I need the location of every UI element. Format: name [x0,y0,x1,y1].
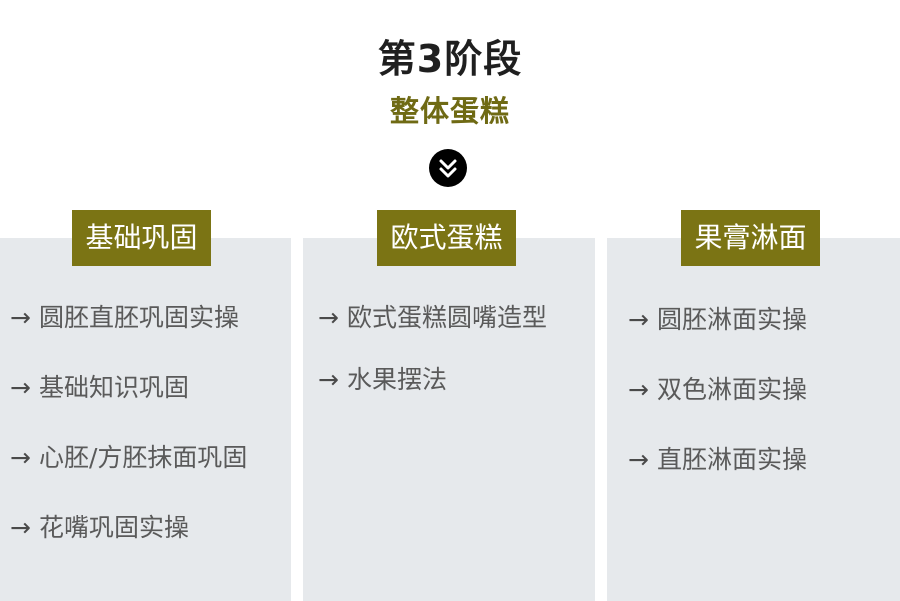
panel-fruit-glaze [607,238,900,601]
list-item: →花嘴巩固实操 [10,512,189,544]
list-item-label: 直胚淋面实操 [656,445,807,474]
list-item: →水果摆法 [318,364,447,396]
arrow-icon: → [318,303,339,332]
panel-basic-consolidation [0,238,291,601]
arrow-icon: → [10,513,31,542]
arrow-icon: → [10,303,31,332]
panel-european-cake [303,238,595,601]
list-item-label: 欧式蛋糕圆嘴造型 [346,303,547,332]
list-item-label: 心胚/方胚抹面巩固 [38,443,248,472]
panel-tag-fruit-glaze: 果膏淋面 [681,210,820,266]
panel-tag-basic-consolidation: 基础巩固 [72,210,211,266]
list-item: →基础知识巩固 [10,372,189,404]
stage-title: 第3阶段 [377,37,523,81]
double-chevron-down-icon [429,149,467,187]
arrow-icon: → [628,375,649,404]
list-item: →双色淋面实操 [628,374,807,406]
list-item-label: 基础知识巩固 [38,373,189,402]
list-item-label: 花嘴巩固实操 [38,513,189,542]
stage-subtitle: 整体蛋糕 [389,94,510,128]
list-item: →直胚淋面实操 [628,444,807,476]
list-item-label: 水果摆法 [346,365,447,394]
arrow-icon: → [10,443,31,472]
arrow-icon: → [10,373,31,402]
list-item-label: 双色淋面实操 [656,375,807,404]
arrow-icon: → [318,365,339,394]
arrow-icon: → [628,445,649,474]
arrow-icon: → [628,305,649,334]
list-item: →欧式蛋糕圆嘴造型 [318,302,547,334]
list-item-label: 圆胚淋面实操 [656,305,807,334]
panel-tag-european-cake: 欧式蛋糕 [377,210,516,266]
list-item: →心胚/方胚抹面巩固 [10,442,247,474]
list-item-label: 圆胚直胚巩固实操 [38,303,239,332]
list-item: →圆胚淋面实操 [628,304,807,336]
list-item: →圆胚直胚巩固实操 [10,302,239,334]
